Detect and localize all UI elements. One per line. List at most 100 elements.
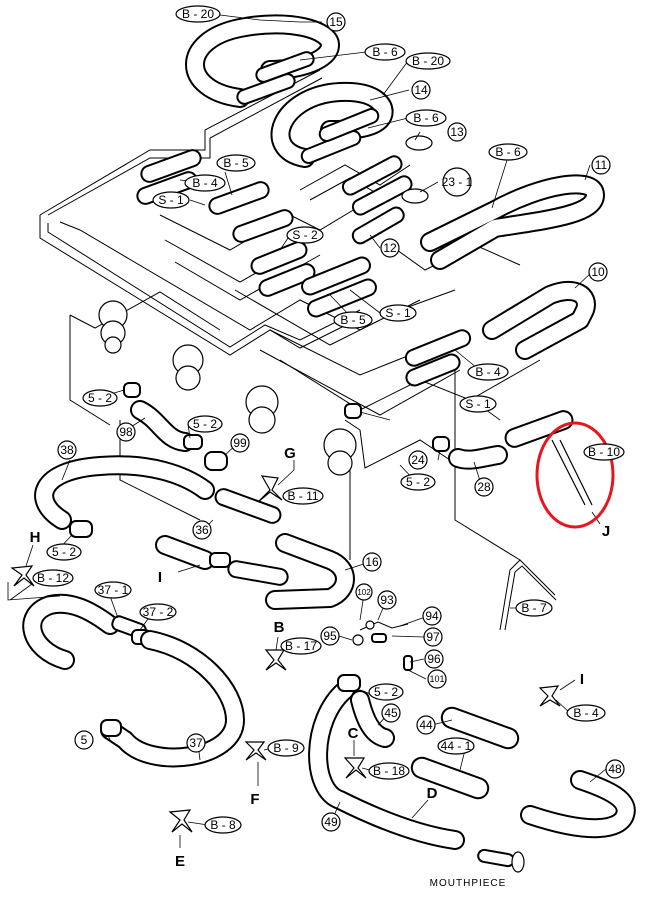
leader-lines bbox=[7, 14, 607, 826]
svg-text:B - 12: B - 12 bbox=[37, 571, 69, 585]
letter-j: J bbox=[602, 523, 610, 540]
label-93: 93 bbox=[377, 590, 397, 610]
mouthpiece-part bbox=[477, 848, 525, 873]
label-s2: S - 2 bbox=[286, 226, 324, 244]
letter-h: H bbox=[30, 529, 41, 546]
svg-text:37 - 2: 37 - 2 bbox=[143, 605, 174, 619]
label-102: 102 bbox=[355, 583, 373, 601]
valve-group bbox=[98, 300, 357, 476]
label-b20-mid: B - 20 bbox=[405, 52, 451, 70]
svg-text:S - 2: S - 2 bbox=[292, 228, 318, 242]
label-b18: B - 18 bbox=[368, 762, 410, 780]
small-parts-93-101 bbox=[352, 620, 413, 671]
svg-text:24: 24 bbox=[411, 453, 425, 467]
svg-text:B - 18: B - 18 bbox=[373, 764, 405, 778]
svg-text:B - 9: B - 9 bbox=[273, 741, 299, 755]
label-48: 48 bbox=[605, 759, 625, 779]
svg-text:5 - 2: 5 - 2 bbox=[88, 391, 112, 405]
svg-text:12: 12 bbox=[383, 241, 397, 255]
svg-text:B - 17: B - 17 bbox=[285, 639, 317, 653]
clip-e-icon bbox=[168, 809, 193, 833]
svg-text:15: 15 bbox=[329, 15, 343, 29]
hose-assembly-44 bbox=[410, 706, 636, 839]
letter-d: D bbox=[427, 785, 438, 802]
label-14: 14 bbox=[411, 80, 431, 100]
label-b4-low: B - 4 bbox=[566, 704, 606, 722]
label-5: 5 bbox=[74, 730, 94, 750]
svg-text:98: 98 bbox=[119, 425, 133, 439]
label-24: 24 bbox=[408, 450, 428, 470]
clip-c-icon bbox=[343, 757, 367, 779]
label-37-1: 37 - 1 bbox=[94, 581, 132, 599]
svg-text:B - 4: B - 4 bbox=[475, 365, 501, 379]
valve-4 bbox=[323, 428, 357, 476]
svg-text:37: 37 bbox=[189, 736, 203, 750]
svg-text:S - 1: S - 1 bbox=[385, 306, 411, 320]
svg-text:37 - 1: 37 - 1 bbox=[98, 583, 129, 597]
label-s1-center: S - 1 bbox=[379, 304, 417, 322]
hose-assembly-37 bbox=[22, 593, 245, 768]
label-11: 11 bbox=[591, 155, 611, 175]
svg-text:B - 11: B - 11 bbox=[287, 489, 318, 503]
label-95: 95 bbox=[320, 626, 340, 646]
label-10: 10 bbox=[588, 262, 608, 282]
svg-text:48: 48 bbox=[608, 762, 622, 776]
label-52-c: 5 - 2 bbox=[46, 543, 82, 561]
letter-c: C bbox=[348, 725, 359, 742]
center-tube-group bbox=[250, 135, 433, 318]
clip-b10-icon bbox=[551, 439, 593, 506]
svg-text:28: 28 bbox=[477, 480, 491, 494]
strut-b7 bbox=[499, 559, 557, 631]
svg-text:5 - 2: 5 - 2 bbox=[406, 475, 430, 489]
label-49: 49 bbox=[321, 812, 341, 832]
clip-h-icon bbox=[10, 565, 35, 587]
label-44: 44 bbox=[416, 715, 436, 735]
svg-text:99: 99 bbox=[233, 436, 247, 450]
hose-assembly-15 bbox=[185, 14, 340, 108]
label-36: 36 bbox=[192, 520, 212, 540]
svg-text:B - 4: B - 4 bbox=[573, 706, 599, 720]
letter-i-left: I bbox=[158, 569, 162, 586]
svg-text:5 - 2: 5 - 2 bbox=[52, 545, 76, 559]
label-b5-center: B - 5 bbox=[333, 311, 373, 329]
svg-text:96: 96 bbox=[427, 652, 441, 666]
svg-text:B - 7: B - 7 bbox=[521, 601, 547, 615]
label-b9: B - 9 bbox=[267, 739, 305, 757]
hose-assembly-10 bbox=[404, 281, 596, 387]
label-52-b: 5 - 2 bbox=[400, 473, 436, 491]
svg-text:B - 6: B - 6 bbox=[372, 45, 398, 59]
label-s1-right: S - 1 bbox=[459, 395, 497, 413]
label-b7: B - 7 bbox=[515, 599, 553, 617]
label-12: 12 bbox=[380, 238, 400, 258]
hose-assembly-16 bbox=[155, 533, 355, 610]
label-99: 99 bbox=[230, 433, 250, 453]
oval-labels: B - 20 B - 6 B - 20 B - 6 B - 5 B - 4 S … bbox=[32, 5, 625, 834]
svg-text:44 - 1: 44 - 1 bbox=[441, 739, 472, 753]
label-b5-left: B - 5 bbox=[216, 154, 256, 172]
letter-g: G bbox=[284, 445, 296, 462]
label-97: 97 bbox=[423, 627, 443, 647]
clip-icons bbox=[10, 439, 593, 833]
svg-text:B - 6: B - 6 bbox=[495, 145, 521, 159]
svg-text:B - 6: B - 6 bbox=[413, 111, 439, 125]
svg-text:36: 36 bbox=[195, 523, 209, 537]
svg-text:B - 5: B - 5 bbox=[223, 156, 249, 170]
svg-text:B - 20: B - 20 bbox=[412, 54, 444, 68]
letter-i-right: I bbox=[580, 671, 584, 688]
hose-assembly-38 bbox=[34, 455, 282, 538]
label-b8: B - 8 bbox=[204, 816, 242, 834]
svg-text:B - 8: B - 8 bbox=[210, 818, 236, 832]
highlight-circle-b10 bbox=[535, 421, 615, 529]
svg-text:S - 1: S - 1 bbox=[465, 397, 491, 411]
hose-assembly-14 bbox=[270, 81, 394, 168]
letter-callouts: G J H I B I C D F E bbox=[30, 445, 611, 870]
letter-f: F bbox=[250, 791, 259, 808]
direction-arrows bbox=[25, 460, 601, 848]
svg-text:94: 94 bbox=[425, 609, 439, 623]
label-b12: B - 12 bbox=[32, 569, 74, 587]
svg-text:93: 93 bbox=[380, 593, 394, 607]
valve-2 bbox=[172, 344, 204, 391]
label-52-left: 5 - 2 bbox=[82, 389, 118, 407]
label-b6-top: B - 6 bbox=[364, 43, 406, 61]
